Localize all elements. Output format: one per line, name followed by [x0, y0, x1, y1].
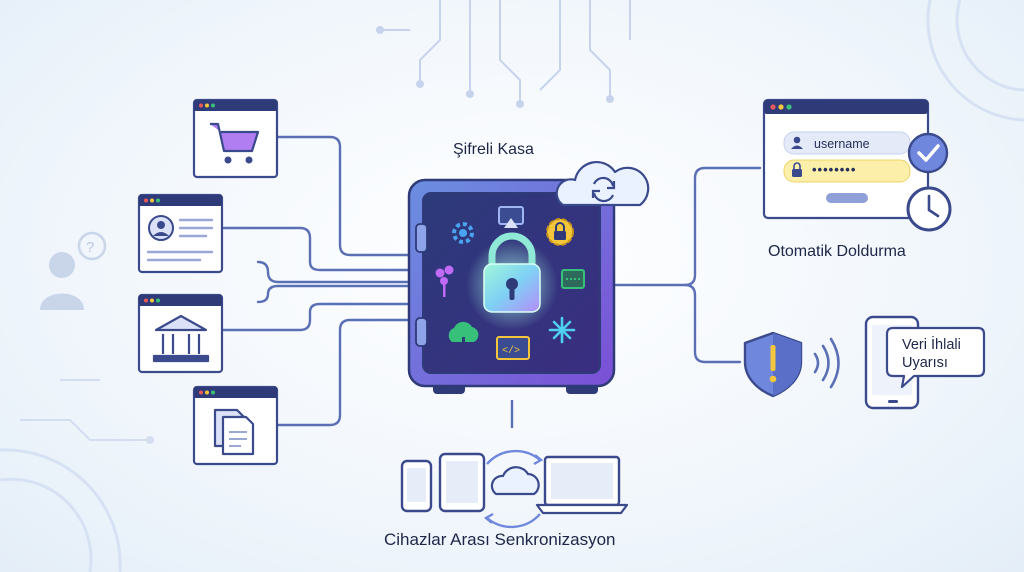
password-field[interactable] — [783, 159, 911, 183]
username-value: username — [814, 137, 870, 151]
autofill-label: Otomatik Doldurma — [768, 243, 906, 260]
login-button[interactable] — [826, 193, 868, 203]
clock-icon — [906, 186, 952, 232]
documents-icon — [213, 408, 255, 456]
user-profile-card-icon — [146, 215, 214, 262]
password-card-icon — [561, 269, 585, 289]
phone-icon — [400, 459, 433, 513]
airplay-icon — [498, 206, 524, 228]
sparkle-icon — [548, 316, 576, 344]
warning-shield-icon — [743, 331, 803, 398]
shopping-cart-icon — [210, 122, 260, 164]
signal-waves-icon — [813, 337, 840, 389]
tablet-icon — [438, 452, 486, 513]
autofill-window — [762, 98, 930, 220]
gear-icon — [452, 222, 474, 244]
alert-speech-bubble — [885, 326, 986, 389]
code-window-icon: </> — [496, 336, 530, 360]
vault-title: Şifreli Kasa — [453, 141, 534, 158]
bank-icon — [152, 314, 210, 363]
password-value: •••••••• — [812, 162, 857, 177]
breach-alert-title: Veri İhlali — [902, 337, 961, 353]
lock-icon — [792, 162, 802, 177]
leaf-icon — [435, 265, 454, 297]
breach-alert-subtitle: Uyarısı — [902, 355, 948, 371]
sync-cloud-icon — [483, 449, 544, 529]
padlock-icon — [483, 232, 541, 313]
right-connectors — [612, 166, 762, 364]
cloud-sync-icon — [555, 160, 650, 207]
svg-text:?: ? — [86, 239, 94, 256]
svg-text:</>: </> — [502, 345, 520, 357]
sync-label: Cihazlar Arası Senkronizasyon — [384, 530, 616, 549]
bank-window — [137, 293, 224, 374]
circuit-traces-bottom-left — [20, 379, 154, 444]
laptop-icon — [535, 455, 629, 515]
cloud-tree-icon — [448, 321, 479, 346]
user-icon — [791, 136, 803, 149]
circuit-traces-top — [376, 0, 631, 108]
username-field[interactable] — [783, 131, 911, 155]
left-connectors — [220, 135, 412, 427]
lock-gear-icon — [546, 218, 574, 246]
help-user-icon: ? — [40, 231, 107, 310]
checkmark-icon — [907, 132, 949, 174]
